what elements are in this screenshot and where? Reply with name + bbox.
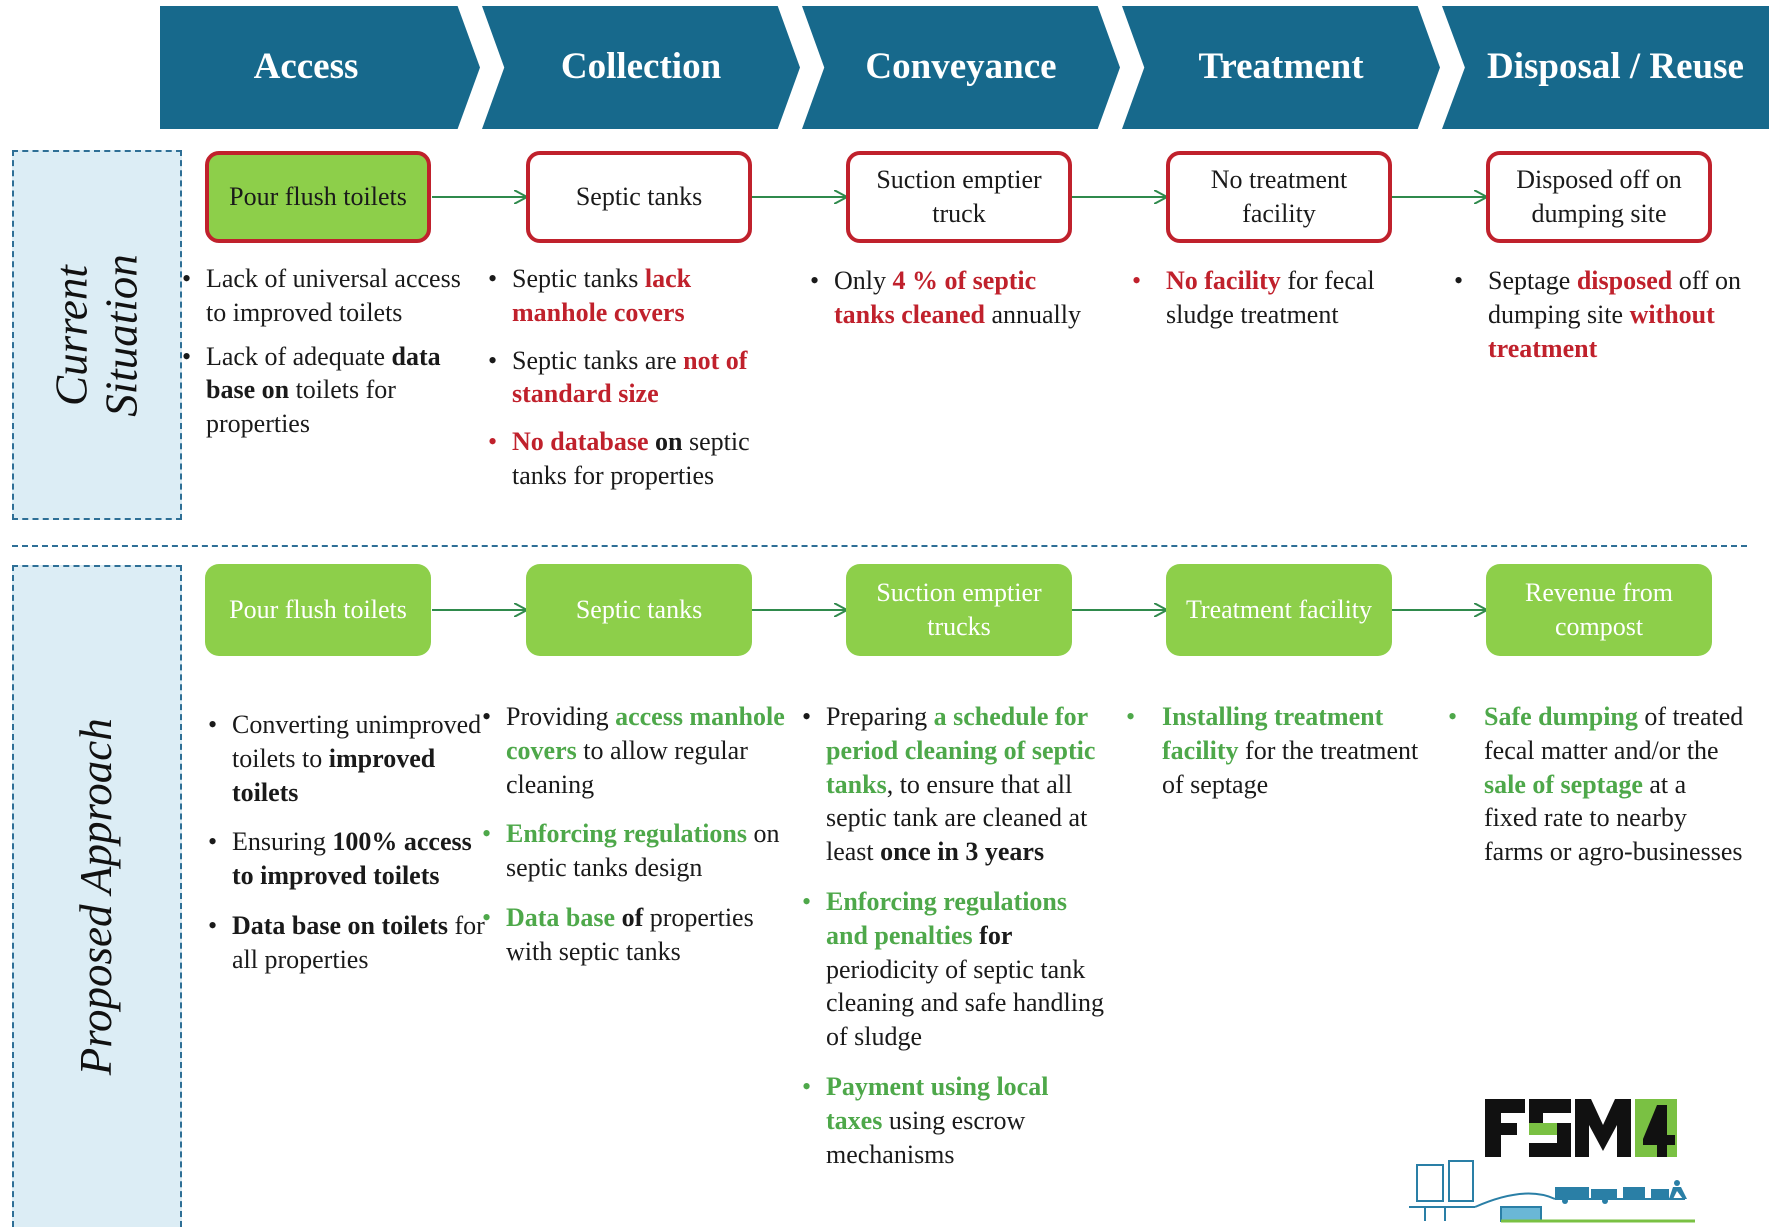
current-collection-notes: Septic tanks lack manhole covers Septic …	[486, 262, 786, 509]
fsm4-logo	[1405, 1095, 1705, 1225]
bullet: Only 4 % of septic tanks cleaned annuall…	[808, 264, 1088, 332]
bullet: Providing access manhole covers to allow…	[480, 700, 790, 801]
bullet: Safe dumping of treated fecal matter and…	[1446, 700, 1746, 869]
current-treatment-notes: No facility for fecal sludge treatment	[1130, 264, 1420, 348]
bullet: Payment using local taxes using escrow m…	[800, 1070, 1110, 1171]
stage-access: Access	[160, 6, 480, 129]
bullet: No database on septic tanks for properti…	[486, 425, 786, 493]
proposed-box-treatment: Treatment facility	[1166, 564, 1392, 656]
stage-collection: Collection	[482, 6, 800, 129]
proposed-collection-notes: Providing access manhole covers to allow…	[480, 700, 790, 985]
bullet: Lack of adequate data base on toilets fo…	[180, 340, 480, 441]
stage-treatment: Treatment	[1122, 6, 1440, 129]
proposed-box-conveyance: Suction emptier trucks	[846, 564, 1072, 656]
current-situation-text: Current Situation	[46, 253, 147, 417]
current-situation-label: Current Situation	[12, 150, 182, 520]
proposed-approach-text: Proposed Approach	[71, 718, 122, 1076]
current-box-conveyance: Suction emptier truck	[846, 151, 1072, 243]
bullet: Ensuring 100% access to improved toilets	[206, 825, 486, 893]
bullet: Installing treatment facility for the tr…	[1124, 700, 1424, 801]
proposed-box-disposal: Revenue from compost	[1486, 564, 1712, 656]
bullet: Septic tanks are not of standard size	[486, 344, 786, 412]
bullet: Data base of properties with septic tank…	[480, 901, 790, 969]
current-box-access: Pour flush toilets	[205, 151, 431, 243]
bullet: Preparing a schedule for period cleaning…	[800, 700, 1110, 869]
proposed-box-access: Pour flush toilets	[205, 564, 431, 656]
section-divider	[12, 545, 1747, 547]
bullet: Enforcing regulations and penalties for …	[800, 885, 1110, 1054]
bullet: Data base on toilets for all properties	[206, 909, 486, 977]
stage-disposal-reuse: Disposal / Reuse	[1442, 6, 1769, 129]
bullet: Converting unimproved toilets to improve…	[206, 708, 486, 809]
proposed-approach-label: Proposed Approach	[12, 565, 182, 1227]
current-access-notes: Lack of universal access to improved toi…	[180, 262, 480, 457]
proposed-box-collection: Septic tanks	[526, 564, 752, 656]
fsm4-logo-icon	[1409, 1099, 1695, 1223]
current-disposal-notes: Septage disposed off on dumping site wit…	[1452, 264, 1757, 381]
bullet: No facility for fecal sludge treatment	[1130, 264, 1420, 332]
stage-conveyance: Conveyance	[802, 6, 1120, 129]
proposed-access-notes: Converting unimproved toilets to improve…	[206, 708, 486, 993]
bullet: Septage disposed off on dumping site wit…	[1452, 264, 1757, 365]
proposed-disposal-notes: Safe dumping of treated fecal matter and…	[1446, 700, 1746, 885]
current-box-disposal: Disposed off on dumping site	[1486, 151, 1712, 243]
current-box-treatment: No treatment facility	[1166, 151, 1392, 243]
proposed-conveyance-notes: Preparing a schedule for period cleaning…	[800, 700, 1110, 1187]
bullet: Septic tanks lack manhole covers	[486, 262, 786, 330]
current-box-collection: Septic tanks	[526, 151, 752, 243]
bullet: Enforcing regulations on septic tanks de…	[480, 817, 790, 885]
bullet: Lack of universal access to improved toi…	[180, 262, 480, 330]
current-conveyance-notes: Only 4 % of septic tanks cleaned annuall…	[808, 264, 1088, 348]
proposed-treatment-notes: Installing treatment facility for the tr…	[1124, 700, 1424, 817]
